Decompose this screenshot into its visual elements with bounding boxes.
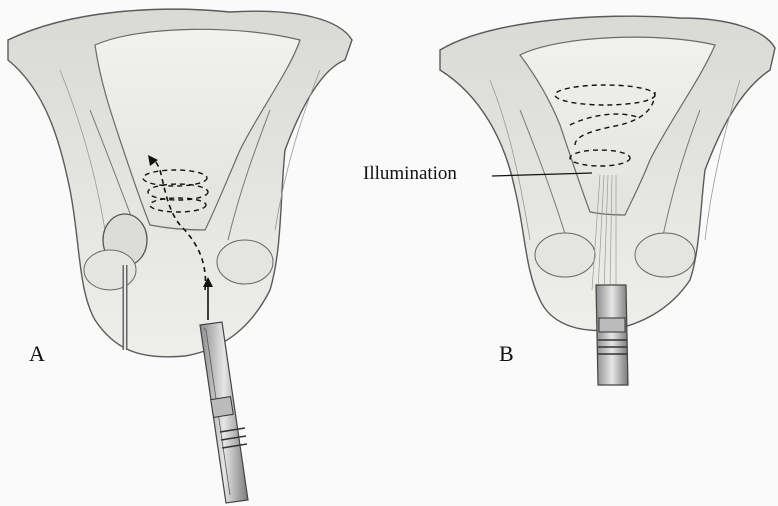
hysteroscope-b <box>596 285 628 385</box>
panel-label-a: A <box>29 341 45 367</box>
hysteroscope-a <box>200 322 248 503</box>
panel-label-b: B <box>499 341 514 367</box>
illumination-callout: Illumination <box>363 163 457 185</box>
panel-a-drawing <box>8 9 352 503</box>
panel-b-drawing <box>440 16 775 385</box>
